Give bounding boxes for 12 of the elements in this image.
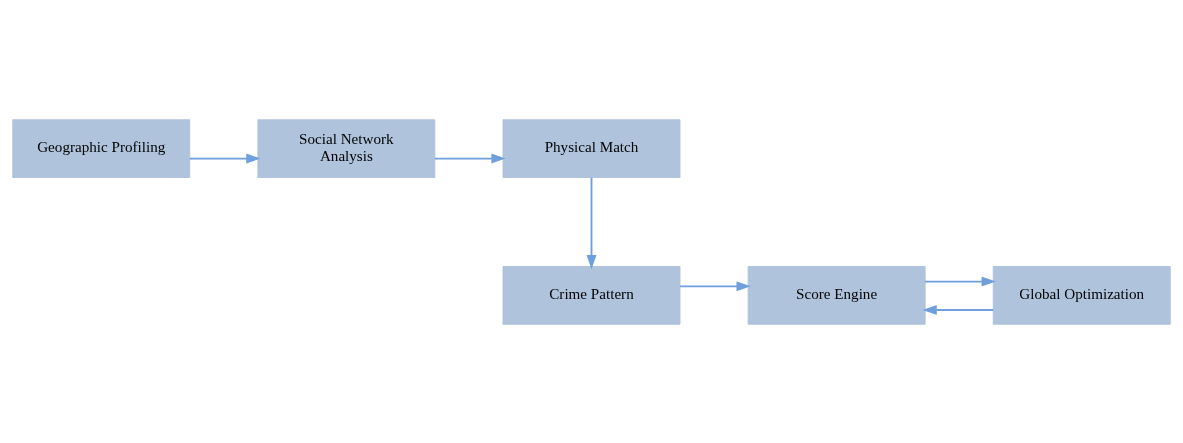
node-box: Physical Match	[502, 118, 681, 178]
arrow	[679, 280, 751, 291]
node-box: Score Engine	[747, 265, 926, 325]
node-box: Crime Pattern	[502, 265, 681, 325]
node-box: Social Network Analysis	[257, 118, 436, 178]
arrow	[924, 276, 996, 287]
node-box: Geographic Profiling	[12, 118, 191, 178]
arrow	[433, 153, 506, 164]
arrow	[586, 176, 597, 269]
arrow	[922, 304, 995, 315]
node-box: Global Optimization	[992, 265, 1171, 325]
arrow	[188, 153, 261, 164]
